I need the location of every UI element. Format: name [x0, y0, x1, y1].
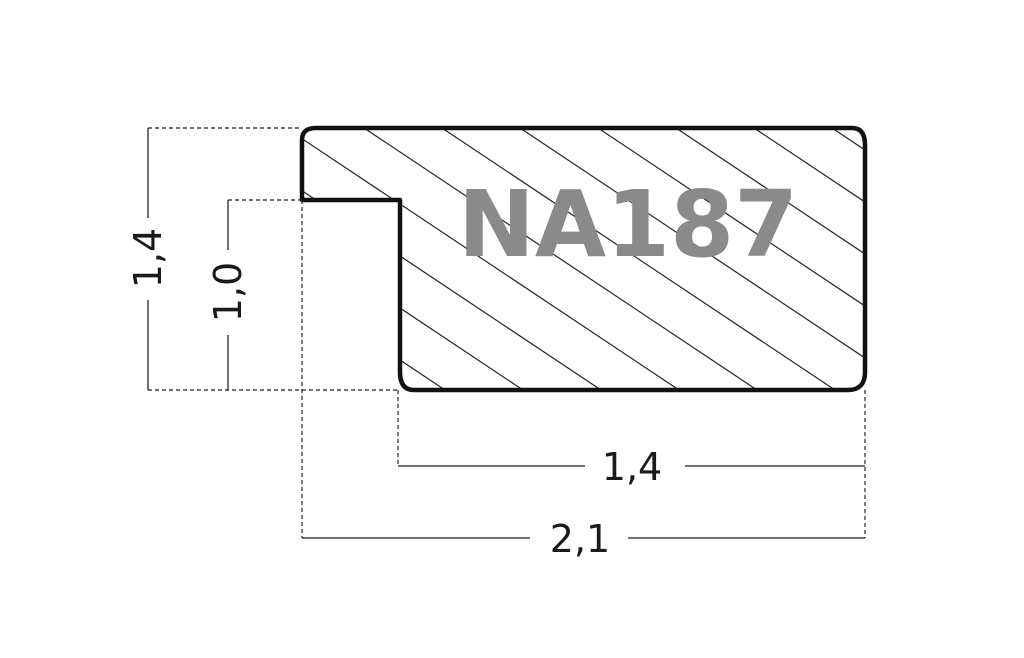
hatch-line [302, 128, 695, 390]
hatching [302, 120, 1024, 400]
hatch-line [898, 120, 1024, 400]
dimension-total-width: 2,1 [550, 517, 610, 561]
dimension-lines [147, 128, 865, 539]
hatch-line [302, 128, 461, 390]
hatch-line [302, 128, 617, 390]
profile-code: NA187 [458, 171, 798, 278]
dimension-rebate-height: 1,0 [206, 262, 250, 322]
hatch-line [585, 128, 865, 390]
hatch-line [663, 128, 865, 390]
hatch-line [976, 120, 1024, 400]
hatch-line [819, 128, 865, 390]
hatch-line [741, 128, 865, 390]
profile-outline [299, 125, 868, 393]
hatch-line [429, 128, 851, 390]
hatch-line [351, 128, 773, 390]
dimension-total-height: 1,4 [126, 228, 170, 288]
hatch-line [507, 128, 865, 390]
dimension-face-width: 1,4 [602, 445, 662, 489]
extension-lines [148, 127, 866, 538]
